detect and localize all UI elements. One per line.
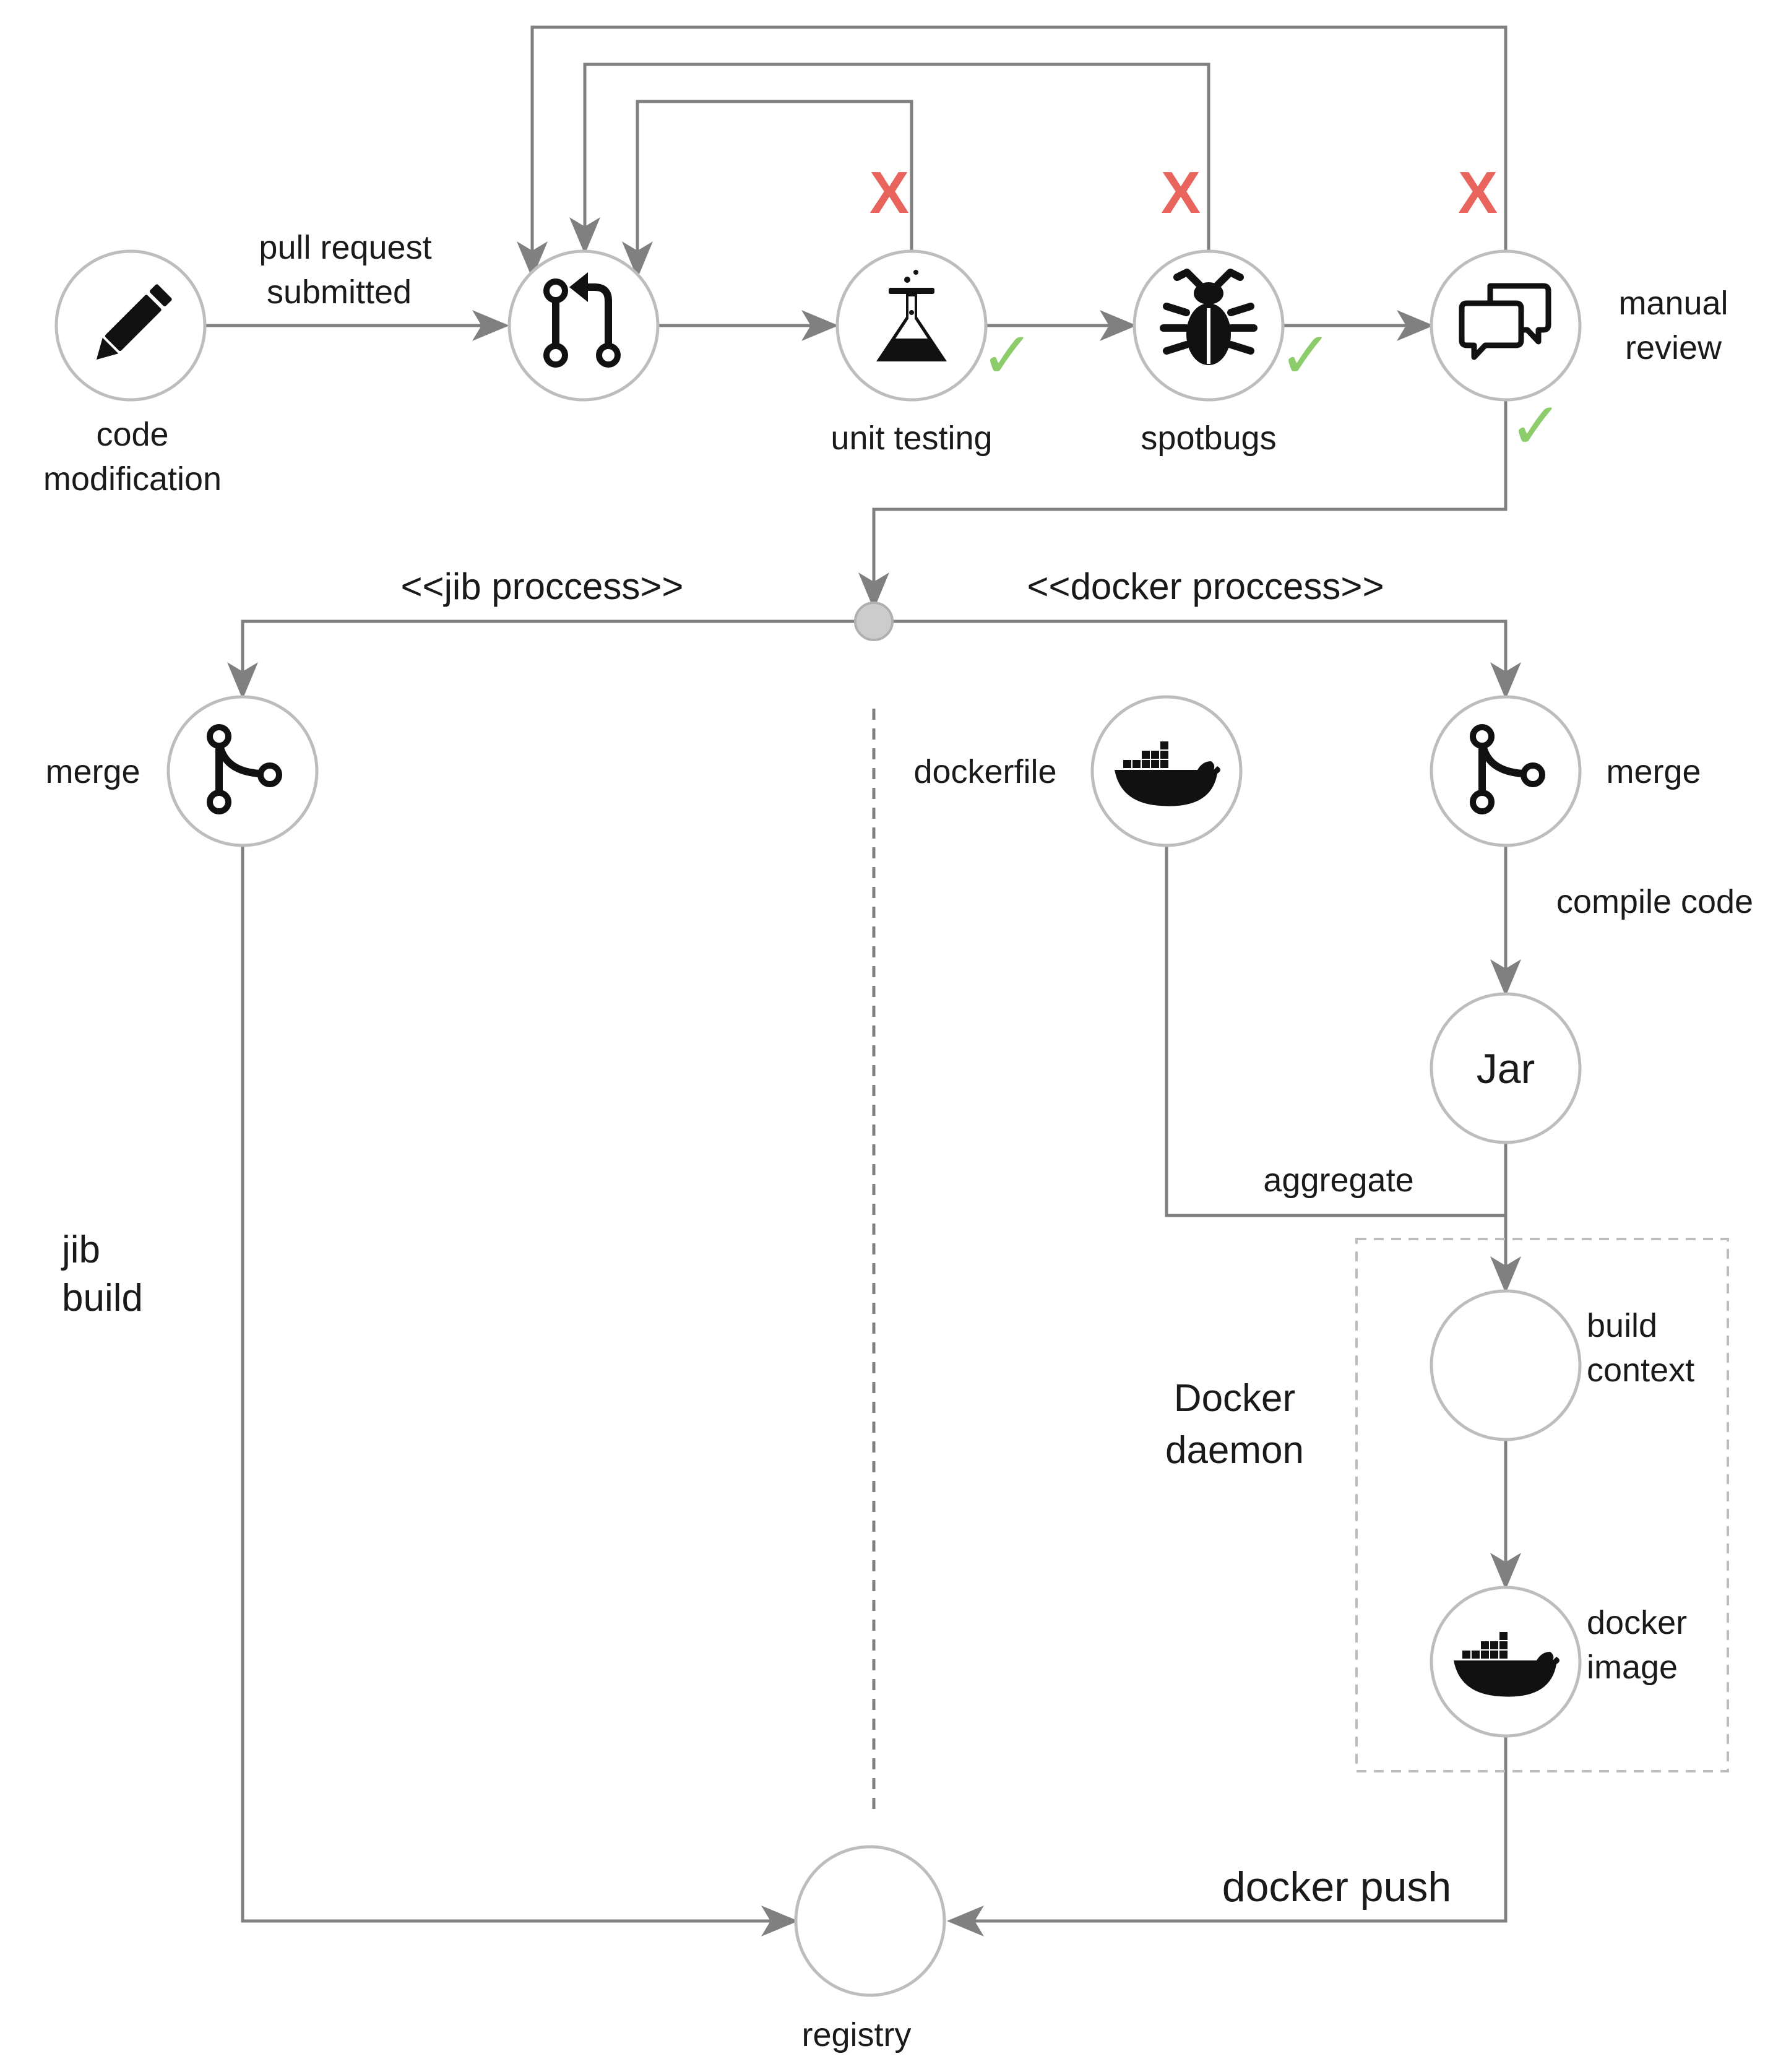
docker-daemon-label-line1: Docker: [1174, 1377, 1295, 1420]
split-junction: [854, 602, 894, 641]
fail-mark-unit-testing: X: [869, 160, 909, 226]
docker-whale-icon: [1454, 1632, 1560, 1697]
pull-request-label-line1: pull request: [259, 229, 431, 266]
docker-push-label: docker push: [1222, 1863, 1451, 1910]
merge-jib-label: merge: [45, 753, 140, 790]
jar-label: Jar: [1477, 1045, 1535, 1092]
edge-split-to-jib-merge: [227, 619, 860, 699]
unit-testing-label: unit testing: [830, 420, 992, 457]
labels: code modification pull request submitted…: [43, 229, 1753, 2053]
bug-icon: [1160, 269, 1258, 365]
build-context-label-line2: context: [1587, 1352, 1694, 1389]
comments-icon: [1459, 283, 1551, 360]
jib-build-label-line2: build: [62, 1277, 143, 1319]
manual-review-label-line1: manual: [1618, 285, 1728, 322]
feedback-manual-review: [517, 25, 1508, 278]
node-unit-testing: [835, 249, 988, 402]
node-dockerfile: [1090, 695, 1243, 847]
node-merge-docker: [1430, 695, 1582, 847]
feedback-unit-testing: [622, 100, 913, 278]
git-merge-icon: [207, 724, 282, 814]
pass-mark-spotbugs: ✓: [1279, 317, 1332, 393]
jib-process-label: <<jib proccess>>: [401, 566, 684, 607]
node-docker-image: [1430, 1586, 1582, 1738]
aggregate-label: aggregate: [1263, 1162, 1413, 1199]
docker-daemon-label-line2: daemon: [1165, 1429, 1304, 1472]
merge-docker-label: merge: [1606, 753, 1701, 790]
edge-dockerfile-to-aggregate: [1165, 845, 1506, 1217]
node-registry: [794, 1845, 946, 1997]
compile-code-label: compile code: [1556, 883, 1753, 920]
git-merge-icon: [1470, 724, 1545, 814]
docker-image-label-line2: image: [1587, 1649, 1678, 1686]
docker-whale-icon: [1115, 741, 1220, 806]
manual-review-label-line2: review: [1625, 329, 1722, 366]
feedback-spotbugs: [569, 63, 1210, 254]
pull-request-icon: [543, 272, 621, 368]
pull-request-label-line2: submitted: [267, 274, 412, 311]
pass-mark-unit-testing: ✓: [980, 317, 1034, 393]
build-context-label-line1: build: [1587, 1307, 1657, 1344]
pencil-icon: [96, 284, 172, 360]
pass-mark-manual-review: ✓: [1509, 388, 1563, 464]
code-modification-label-line2: modification: [43, 460, 222, 498]
edge-jib-build: [241, 845, 798, 1936]
node-build-context: [1430, 1289, 1582, 1441]
fail-mark-spotbugs: X: [1161, 160, 1201, 226]
edge-review-to-split: [858, 401, 1508, 610]
docker-image-label-line1: docker: [1587, 1604, 1687, 1641]
edge-docker-push: [947, 1737, 1508, 1936]
flask-icon: [876, 270, 947, 361]
node-code-modification: [54, 249, 207, 402]
code-modification-label-line1: code: [96, 416, 168, 453]
node-jar: Jar: [1430, 992, 1582, 1144]
jib-build-label-line1: jib: [61, 1228, 100, 1271]
status-marks: X X X ✓ ✓ ✓: [869, 160, 1563, 464]
registry-label: registry: [801, 2016, 911, 2053]
edges: [206, 25, 1521, 1936]
spotbugs-label: spotbugs: [1141, 420, 1276, 457]
fail-mark-manual-review: X: [1458, 160, 1498, 226]
edge-split-to-docker-merge: [887, 619, 1521, 699]
dockerfile-label: dockerfile: [913, 753, 1056, 790]
docker-process-label: <<docker proccess>>: [1027, 566, 1384, 607]
node-pull-request: [507, 249, 660, 402]
node-merge-jib: [166, 695, 319, 847]
node-spotbugs: [1132, 249, 1285, 402]
node-manual-review: [1430, 249, 1582, 402]
